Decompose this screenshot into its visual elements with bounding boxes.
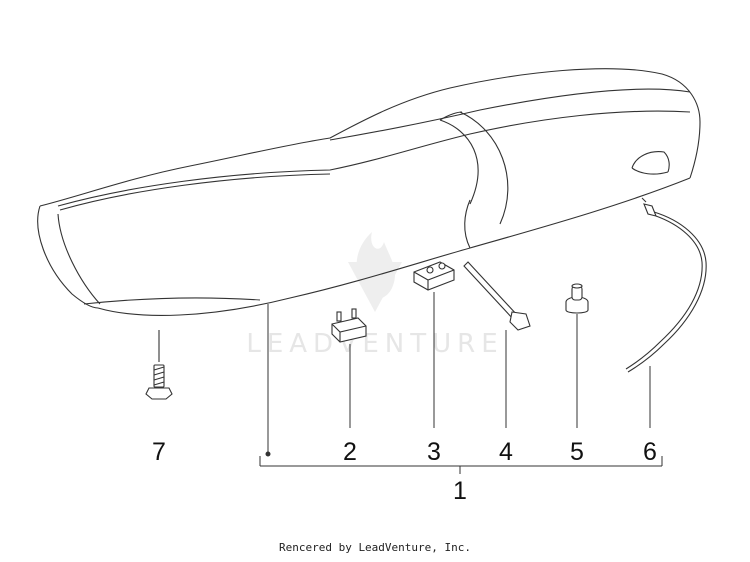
callout-2: 2 [343,438,357,466]
callout-3: 3 [427,438,441,466]
callouts: 7 2 3 4 5 6 1 [152,438,657,505]
callout-4: 4 [499,438,513,466]
watermark: LEADVENTURE [246,232,503,359]
callout-1: 1 [453,477,467,505]
seat-drawing [37,68,701,316]
part-4-cable-tie [463,261,531,331]
watermark-v-icon [348,262,402,312]
leader-lines [158,292,663,474]
watermark-flame-icon [356,232,395,300]
part-3-clip [413,261,455,291]
footer-credit: Rencered by LeadVenture, Inc. [278,541,472,554]
part-6-seat-cable [625,197,707,373]
callout-5: 5 [570,438,584,466]
watermark-text: LEADVENTURE [246,329,503,359]
part-2-bracket [331,308,367,343]
part-5-rubber-bumper [565,283,589,314]
callout-6: 6 [643,438,657,466]
callout-7: 7 [152,438,166,466]
